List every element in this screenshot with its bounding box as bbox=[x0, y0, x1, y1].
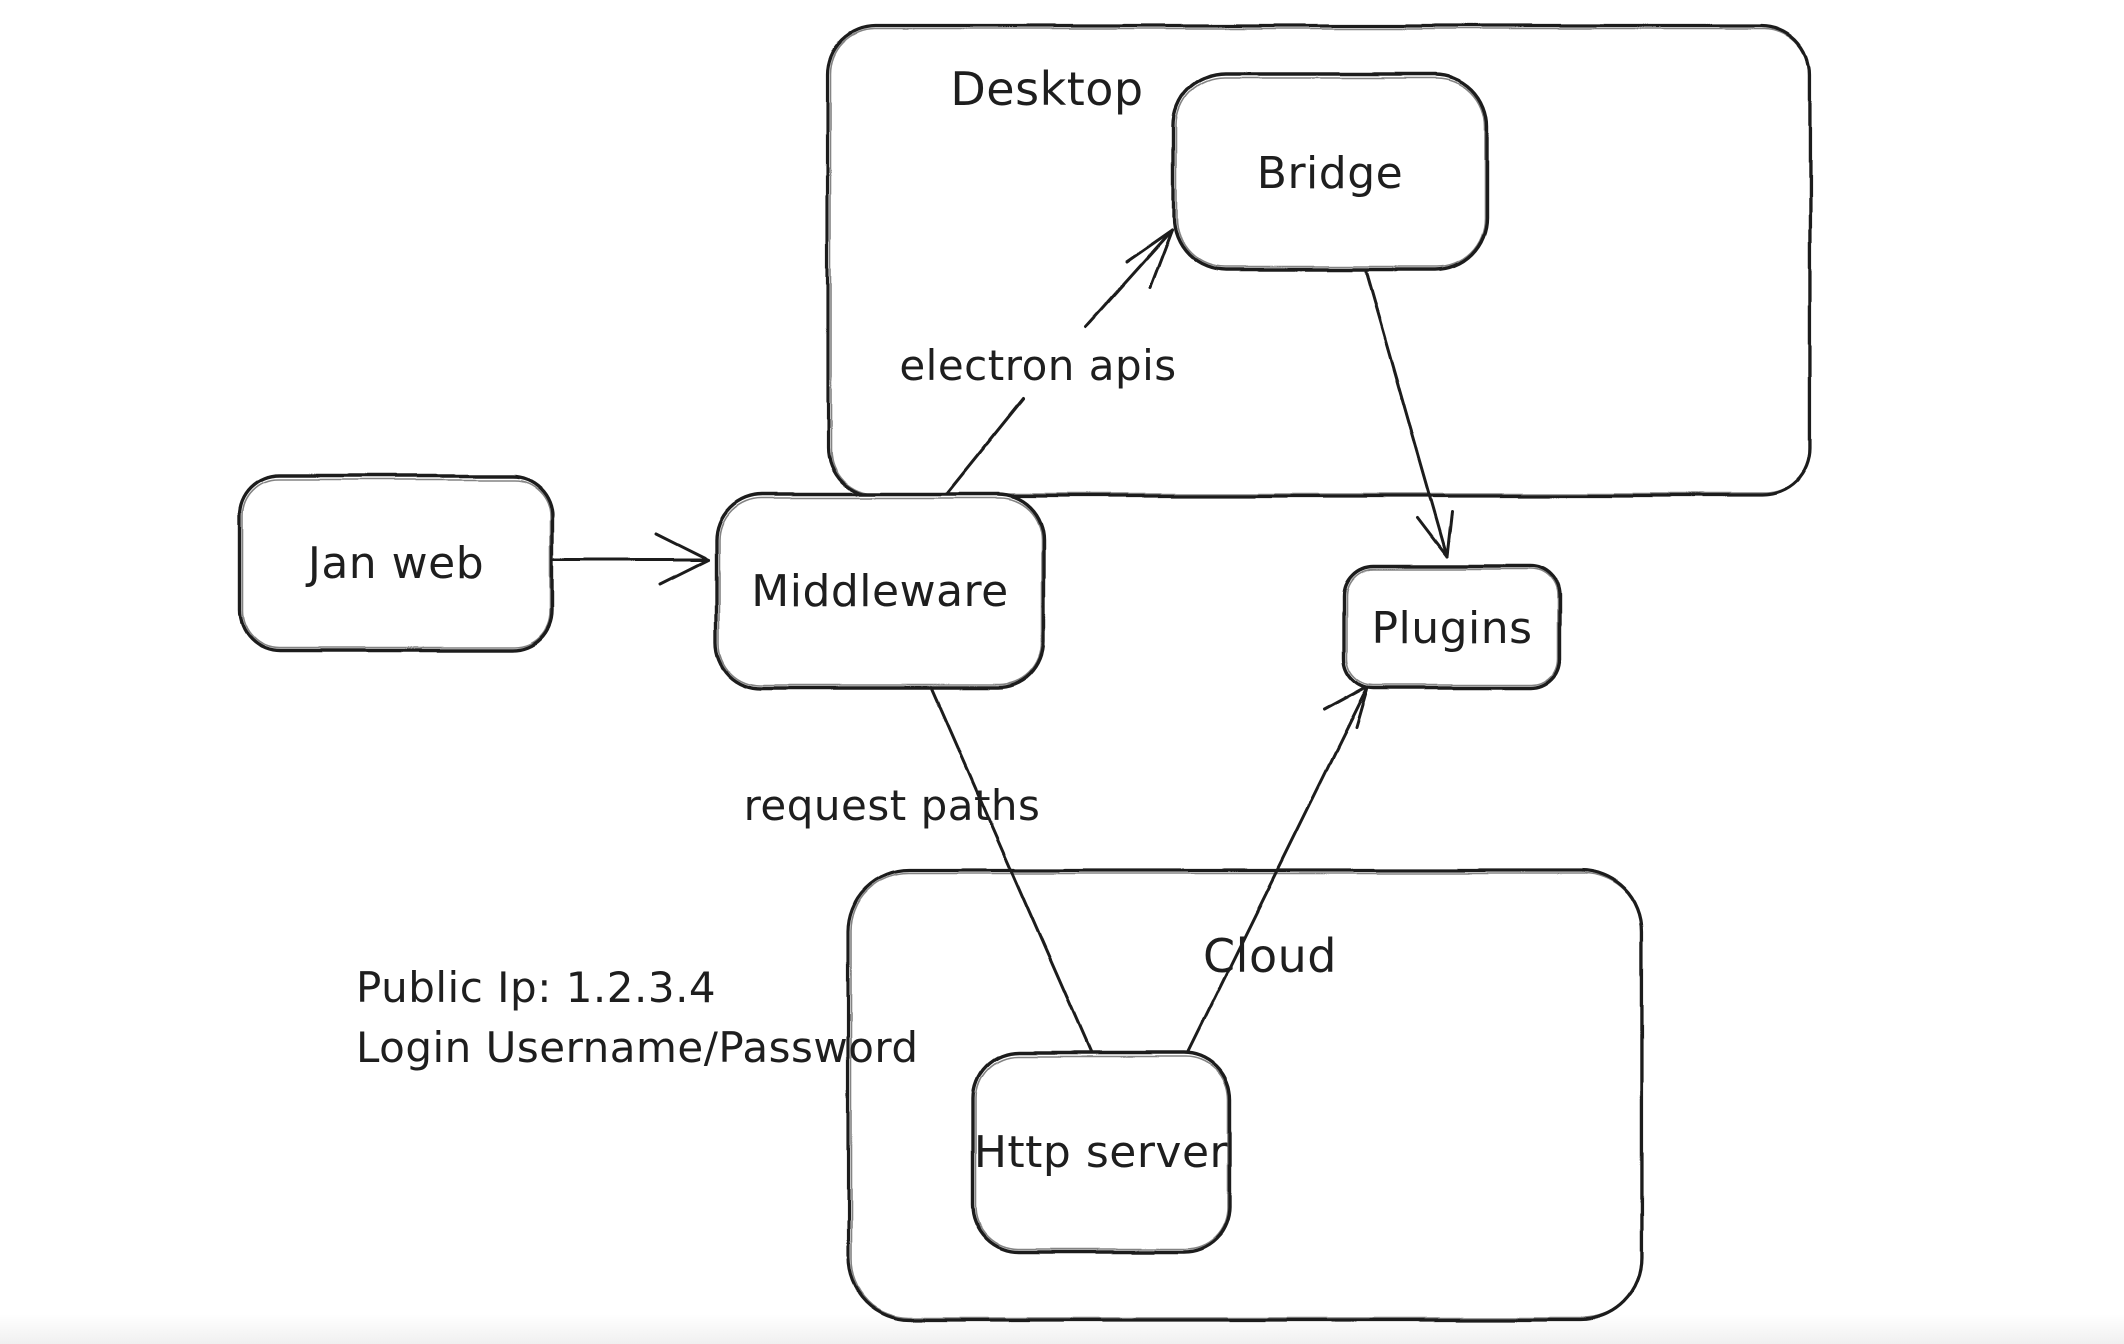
http-server-node[interactable] bbox=[971, 1051, 1232, 1254]
bridge-node[interactable] bbox=[1172, 72, 1489, 272]
bridge-label: Bridge bbox=[1257, 148, 1403, 199]
arrow-bridge-to-plugins[interactable] bbox=[1364, 270, 1454, 558]
login-credentials-text: Login Username/Password bbox=[356, 1023, 919, 1072]
arrow-janweb-to-middleware[interactable] bbox=[552, 532, 710, 586]
public-ip-text: Public Ip: 1.2.3.4 bbox=[356, 963, 716, 1012]
cloud-container-sketch-stroke bbox=[850, 872, 1642, 1319]
plugins-node[interactable] bbox=[1342, 564, 1562, 690]
http-server-label: Http server bbox=[974, 1127, 1229, 1178]
middleware-node[interactable] bbox=[714, 492, 1046, 690]
desktop-container[interactable] bbox=[826, 24, 1812, 498]
arrow-middleware-to-bridge[interactable] bbox=[938, 228, 1174, 504]
request-paths-edge-label: request paths bbox=[744, 781, 1041, 830]
jan-web-node[interactable] bbox=[238, 474, 554, 652]
http-server-node-sketch-stroke bbox=[975, 1056, 1229, 1250]
arrow-httpserver-to-plugins[interactable] bbox=[1184, 684, 1370, 1058]
middleware-node-sketch-stroke bbox=[718, 497, 1043, 686]
jan-web-node-sketch-stroke bbox=[242, 479, 551, 648]
jan-web-label: Jan web bbox=[305, 538, 484, 589]
plugins-label: Plugins bbox=[1371, 603, 1532, 654]
cloud-label: Cloud bbox=[1203, 929, 1337, 983]
cloud-container[interactable] bbox=[846, 868, 1644, 1322]
electron-apis-edge-label: electron apis bbox=[899, 341, 1176, 390]
plugins-node-sketch-stroke bbox=[1346, 568, 1559, 686]
middleware-label: Middleware bbox=[751, 566, 1008, 617]
line-middleware-to-httpserver[interactable] bbox=[930, 688, 1093, 1055]
desktop-container-sketch-stroke bbox=[830, 28, 1810, 495]
bridge-node-sketch-stroke bbox=[1176, 77, 1486, 268]
desktop-label: Desktop bbox=[950, 62, 1143, 116]
